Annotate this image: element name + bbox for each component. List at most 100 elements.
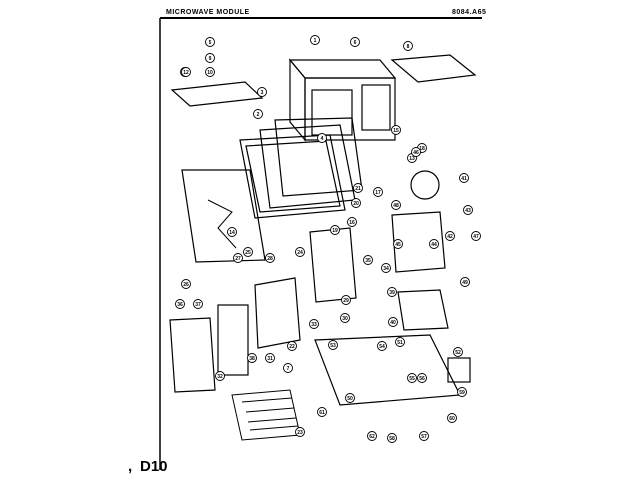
callout-number: 1 [314, 38, 317, 44]
callout-circle [345, 393, 355, 403]
callout-circle [265, 353, 275, 363]
callout-number: 8 [407, 44, 410, 50]
callout-number: 6 [354, 40, 357, 46]
callout-circle [471, 231, 481, 241]
callout-circle [350, 37, 360, 47]
callout-circle [287, 341, 297, 351]
callout-circle [328, 340, 338, 350]
callout-circle [233, 253, 243, 263]
callout-number: 56 [419, 376, 425, 382]
callout-circle [253, 109, 263, 119]
callout-circle [391, 200, 401, 210]
callout-circle [453, 347, 463, 357]
callout-number: 52 [455, 350, 461, 356]
top-cover-part [390, 54, 477, 83]
door-assembly-part [239, 117, 363, 219]
control-panel-part [169, 277, 301, 393]
callout-number: 55 [409, 376, 415, 382]
callout-circle [381, 263, 391, 273]
callout-circle [340, 313, 350, 323]
callout-circle [215, 371, 225, 381]
callout-number: 53 [330, 343, 336, 349]
callout-circle [283, 363, 293, 373]
callout-circle [407, 373, 417, 383]
cabinet-part [288, 58, 397, 142]
callout-circle [388, 317, 398, 327]
callout-number: 20 [353, 201, 359, 207]
model-number: 8084.A65 [452, 9, 487, 16]
callout-number: 24 [297, 250, 303, 256]
callout-number: 48 [393, 203, 399, 209]
callout-number: 45 [395, 242, 401, 248]
callout-circle [341, 295, 351, 305]
callout-circle [463, 205, 473, 215]
callout-circle [387, 433, 397, 443]
callout-circle [445, 231, 455, 241]
callout-circle [181, 279, 191, 289]
callout-number: 40 [390, 320, 396, 326]
callout-circle [419, 431, 429, 441]
page-id-prefix: , [128, 458, 133, 475]
callout-number: 16 [349, 220, 355, 226]
callout-number: 46 [413, 150, 419, 156]
callout-number: 18 [419, 146, 425, 152]
callout-number: 58 [389, 436, 395, 442]
callout-circle [265, 253, 275, 263]
callout-circle [460, 277, 470, 287]
duct-cover-part [397, 289, 449, 331]
callout-number: 61 [319, 410, 325, 416]
callout-number: 3 [261, 90, 264, 96]
callout-circle [205, 53, 215, 63]
diagram-title: MICROWAVE MODULE [166, 9, 250, 16]
callout-number: 15 [393, 128, 399, 134]
callout-number: 30 [342, 316, 348, 322]
callout-circle [459, 173, 469, 183]
callout-circle [367, 431, 377, 441]
callout-number: 54 [379, 344, 385, 350]
callout-number: 39 [389, 290, 395, 296]
callout-circle [310, 35, 320, 45]
callout-number: 4 [321, 136, 324, 142]
callout-number: 17 [375, 190, 381, 196]
callout-number: 2 [257, 112, 260, 118]
callout-number: 7 [287, 366, 290, 372]
door-panel-part [181, 169, 266, 263]
callout-number: 27 [235, 256, 241, 262]
callout-number: 42 [447, 234, 453, 240]
callout-circle [363, 255, 373, 265]
callout-circle [353, 183, 363, 193]
fan-motor-part [410, 170, 440, 200]
callout-number: 50 [347, 396, 353, 402]
callout-number: 10 [207, 70, 213, 76]
callout-circle [317, 133, 327, 143]
callout-circle [387, 287, 397, 297]
callout-circle [205, 67, 215, 77]
callout-circle [457, 387, 467, 397]
callout-number: 57 [421, 434, 427, 440]
callout-circle [295, 247, 305, 257]
callout-number: 19 [332, 228, 338, 234]
transformer-part [447, 357, 471, 383]
callout-circle [175, 299, 185, 309]
callout-number: 22 [289, 344, 295, 350]
callout-circle [373, 187, 383, 197]
callout-circle [181, 67, 191, 77]
callout-circle [403, 41, 413, 51]
callout-circle [429, 239, 439, 249]
callout-number: 29 [343, 298, 349, 304]
callout-number: 59 [459, 390, 465, 396]
callout-number: 35 [365, 258, 371, 264]
callout-number: 14 [229, 230, 235, 236]
callout-number: 28 [267, 256, 273, 262]
callout-number: 44 [431, 242, 437, 248]
callout-number: 25 [245, 250, 251, 256]
callout-group: 1234567891011121314151617181920212223242… [175, 35, 481, 443]
callout-circle [377, 341, 387, 351]
callout-circle [351, 198, 361, 208]
callout-number: 37 [195, 302, 201, 308]
callout-number: 32 [217, 374, 223, 380]
glass-crack-line [207, 199, 237, 249]
callout-number: 26 [183, 282, 189, 288]
callout-number: 49 [462, 280, 468, 286]
